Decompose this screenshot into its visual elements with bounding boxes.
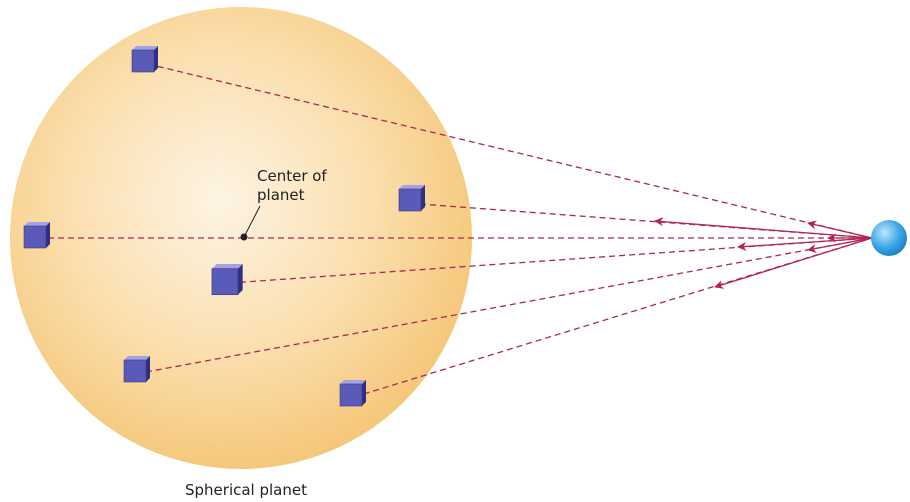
- force-arrows: [654, 217, 873, 289]
- dashed-line-1: [147, 63, 873, 239]
- force-arrow-6: [714, 237, 873, 289]
- planet-caption: Spherical planet: [185, 481, 307, 499]
- cube-icon: [339, 379, 367, 407]
- center-pointer-line: [243, 205, 261, 238]
- cube-icon: [398, 184, 426, 212]
- cube-icon: [131, 45, 159, 73]
- force-arrow-4: [737, 237, 873, 251]
- center-label-line1: Center of: [257, 167, 327, 185]
- sphere-icon: [871, 220, 907, 256]
- force-arrow-2: [654, 217, 873, 239]
- dashed-line-2: [419, 203, 873, 239]
- center-dot: [240, 233, 248, 241]
- force-arrow-5: [807, 237, 873, 253]
- center-label-line2: planet: [257, 186, 305, 204]
- cube-icon: [23, 221, 51, 249]
- dashed-line-4: [229, 237, 873, 284]
- dashed-line-5: [145, 237, 873, 373]
- cube-icon: [211, 263, 244, 296]
- cube-icon: [123, 355, 151, 383]
- force-arrow-1: [807, 220, 873, 239]
